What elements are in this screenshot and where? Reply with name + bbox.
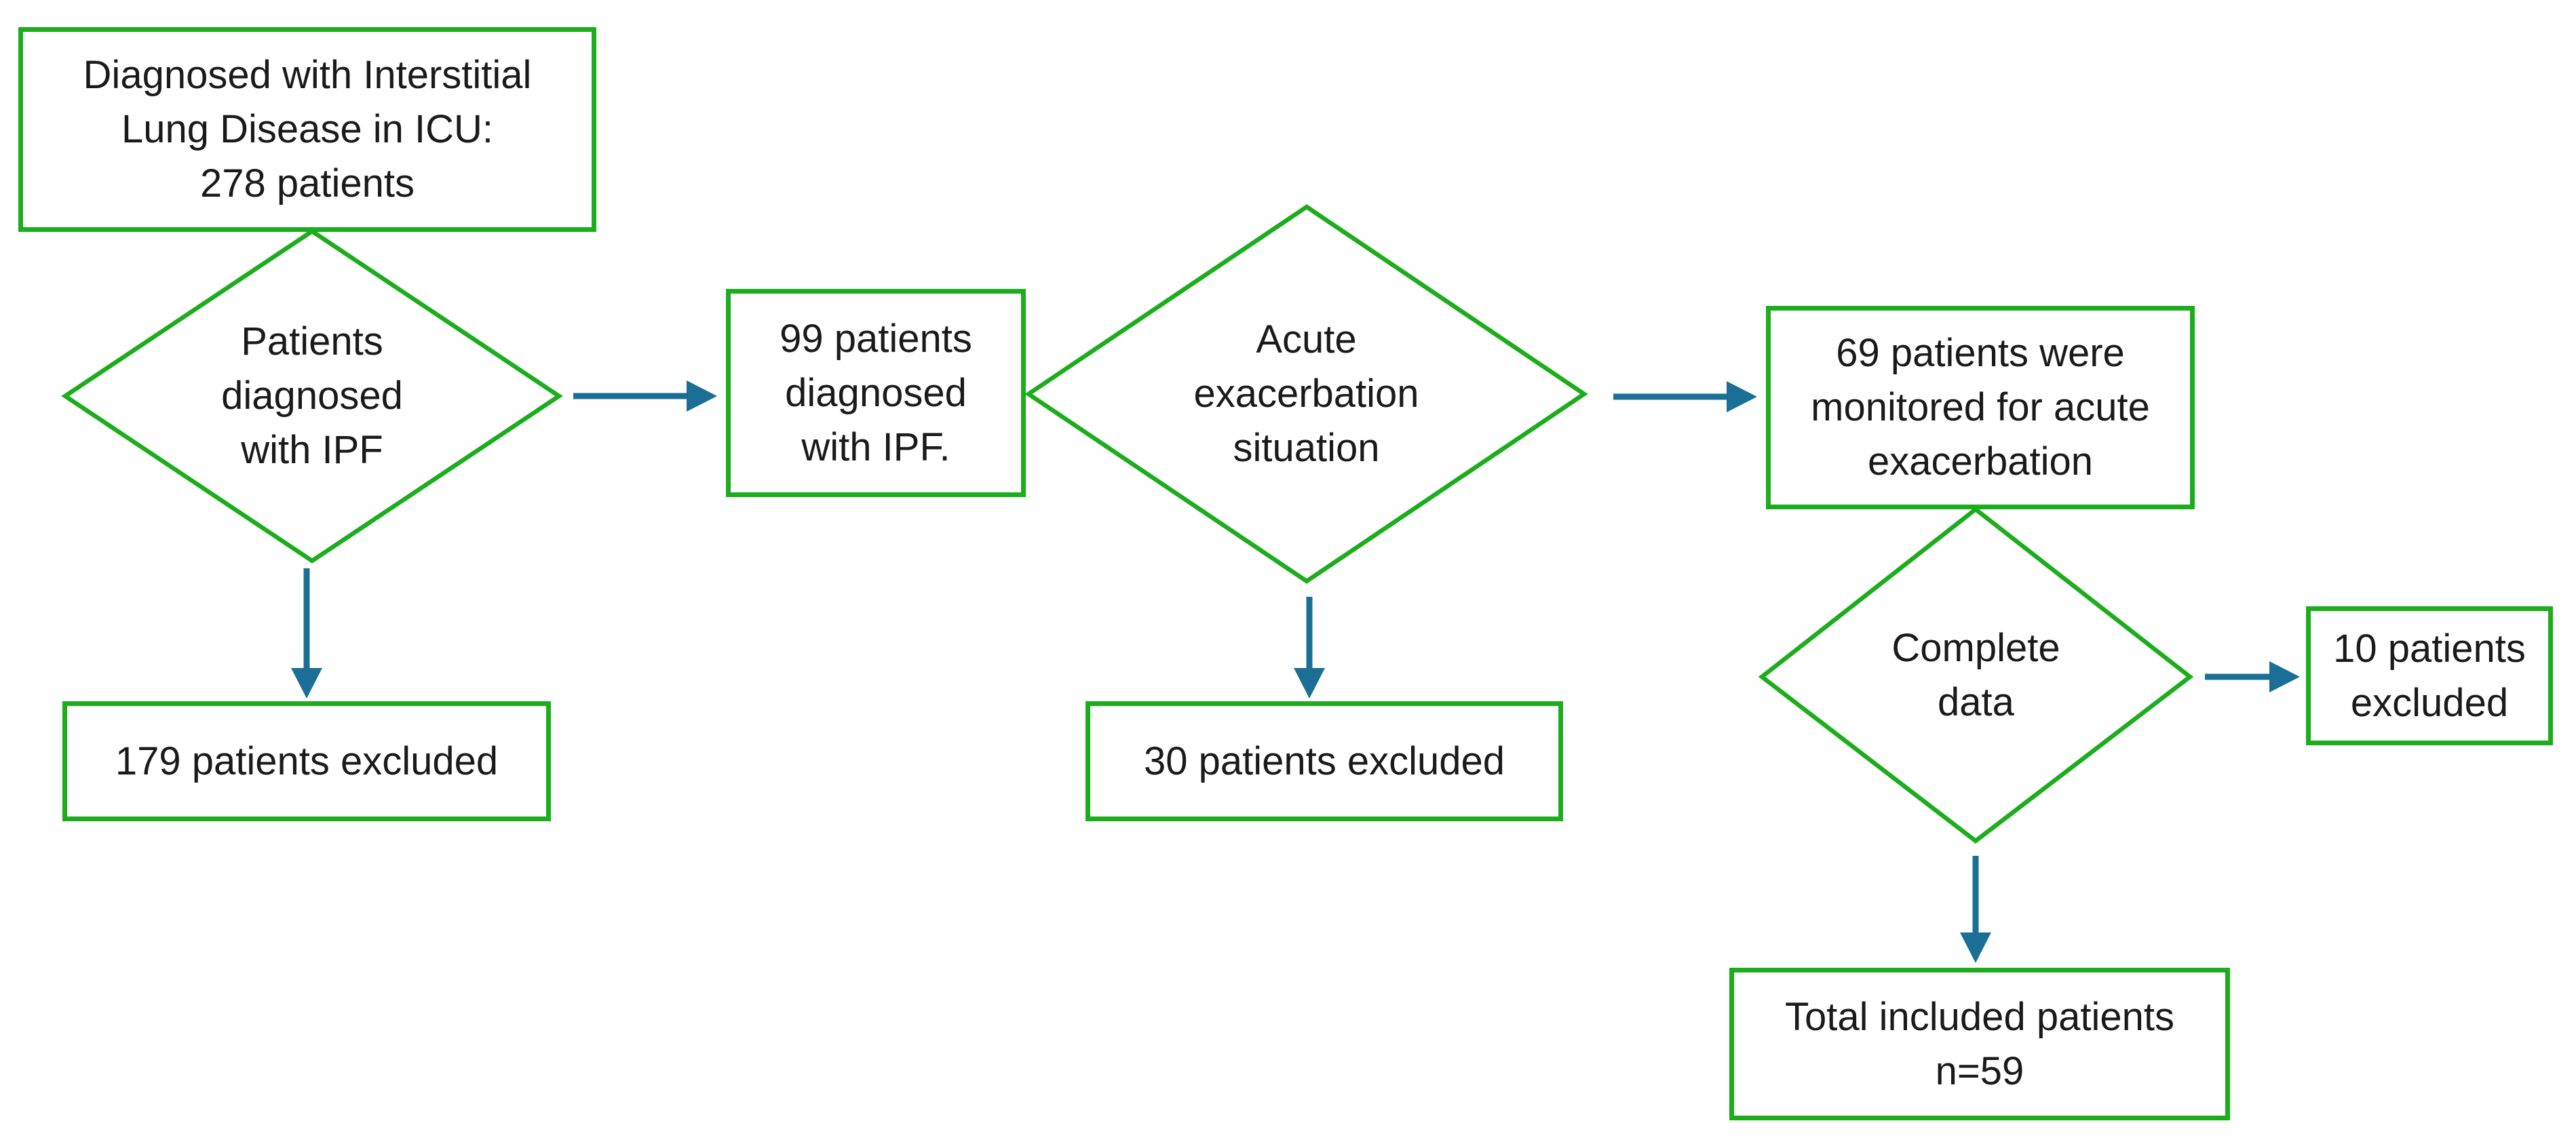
down-arrow-icon [1960,856,1991,963]
node-179-excluded-box: 179 patients excluded [62,701,551,821]
node-label: 179 patients excluded [115,739,499,783]
right-arrow-icon [2205,661,2300,692]
node-label: 99 patients diagnosed with IPF. [780,316,972,469]
node-label: 30 patients excluded [1143,739,1505,783]
node-10-excluded-box: 10 patients excluded [2306,606,2553,745]
node-label: 69 patients were monitored for acute exa… [1811,331,2150,484]
right-arrow-icon [1613,381,1757,412]
node-label: Total included patients n=59 [1785,994,2174,1093]
diamond-shape [1758,506,2194,844]
diamond-shape [1024,204,1588,584]
node-30-excluded-box: 30 patients excluded [1085,701,1563,821]
node-99-ipf-box: 99 patients diagnosed with IPF. [726,289,1026,497]
down-arrow-icon [291,568,322,699]
node-ild-icu-box: Diagnosed with Interstitial Lung Disease… [18,27,596,232]
node-total-included-box: Total included patients n=59 [1729,968,2230,1120]
right-arrow-icon [573,380,717,412]
node-69-monitored-box: 69 patients were monitored for acute exa… [1766,306,2195,509]
down-arrow-icon [1294,597,1325,699]
node-label: 10 patients excluded [2333,626,2526,725]
diamond-shape [61,229,563,564]
node-label: Diagnosed with Interstitial Lung Disease… [83,53,532,205]
